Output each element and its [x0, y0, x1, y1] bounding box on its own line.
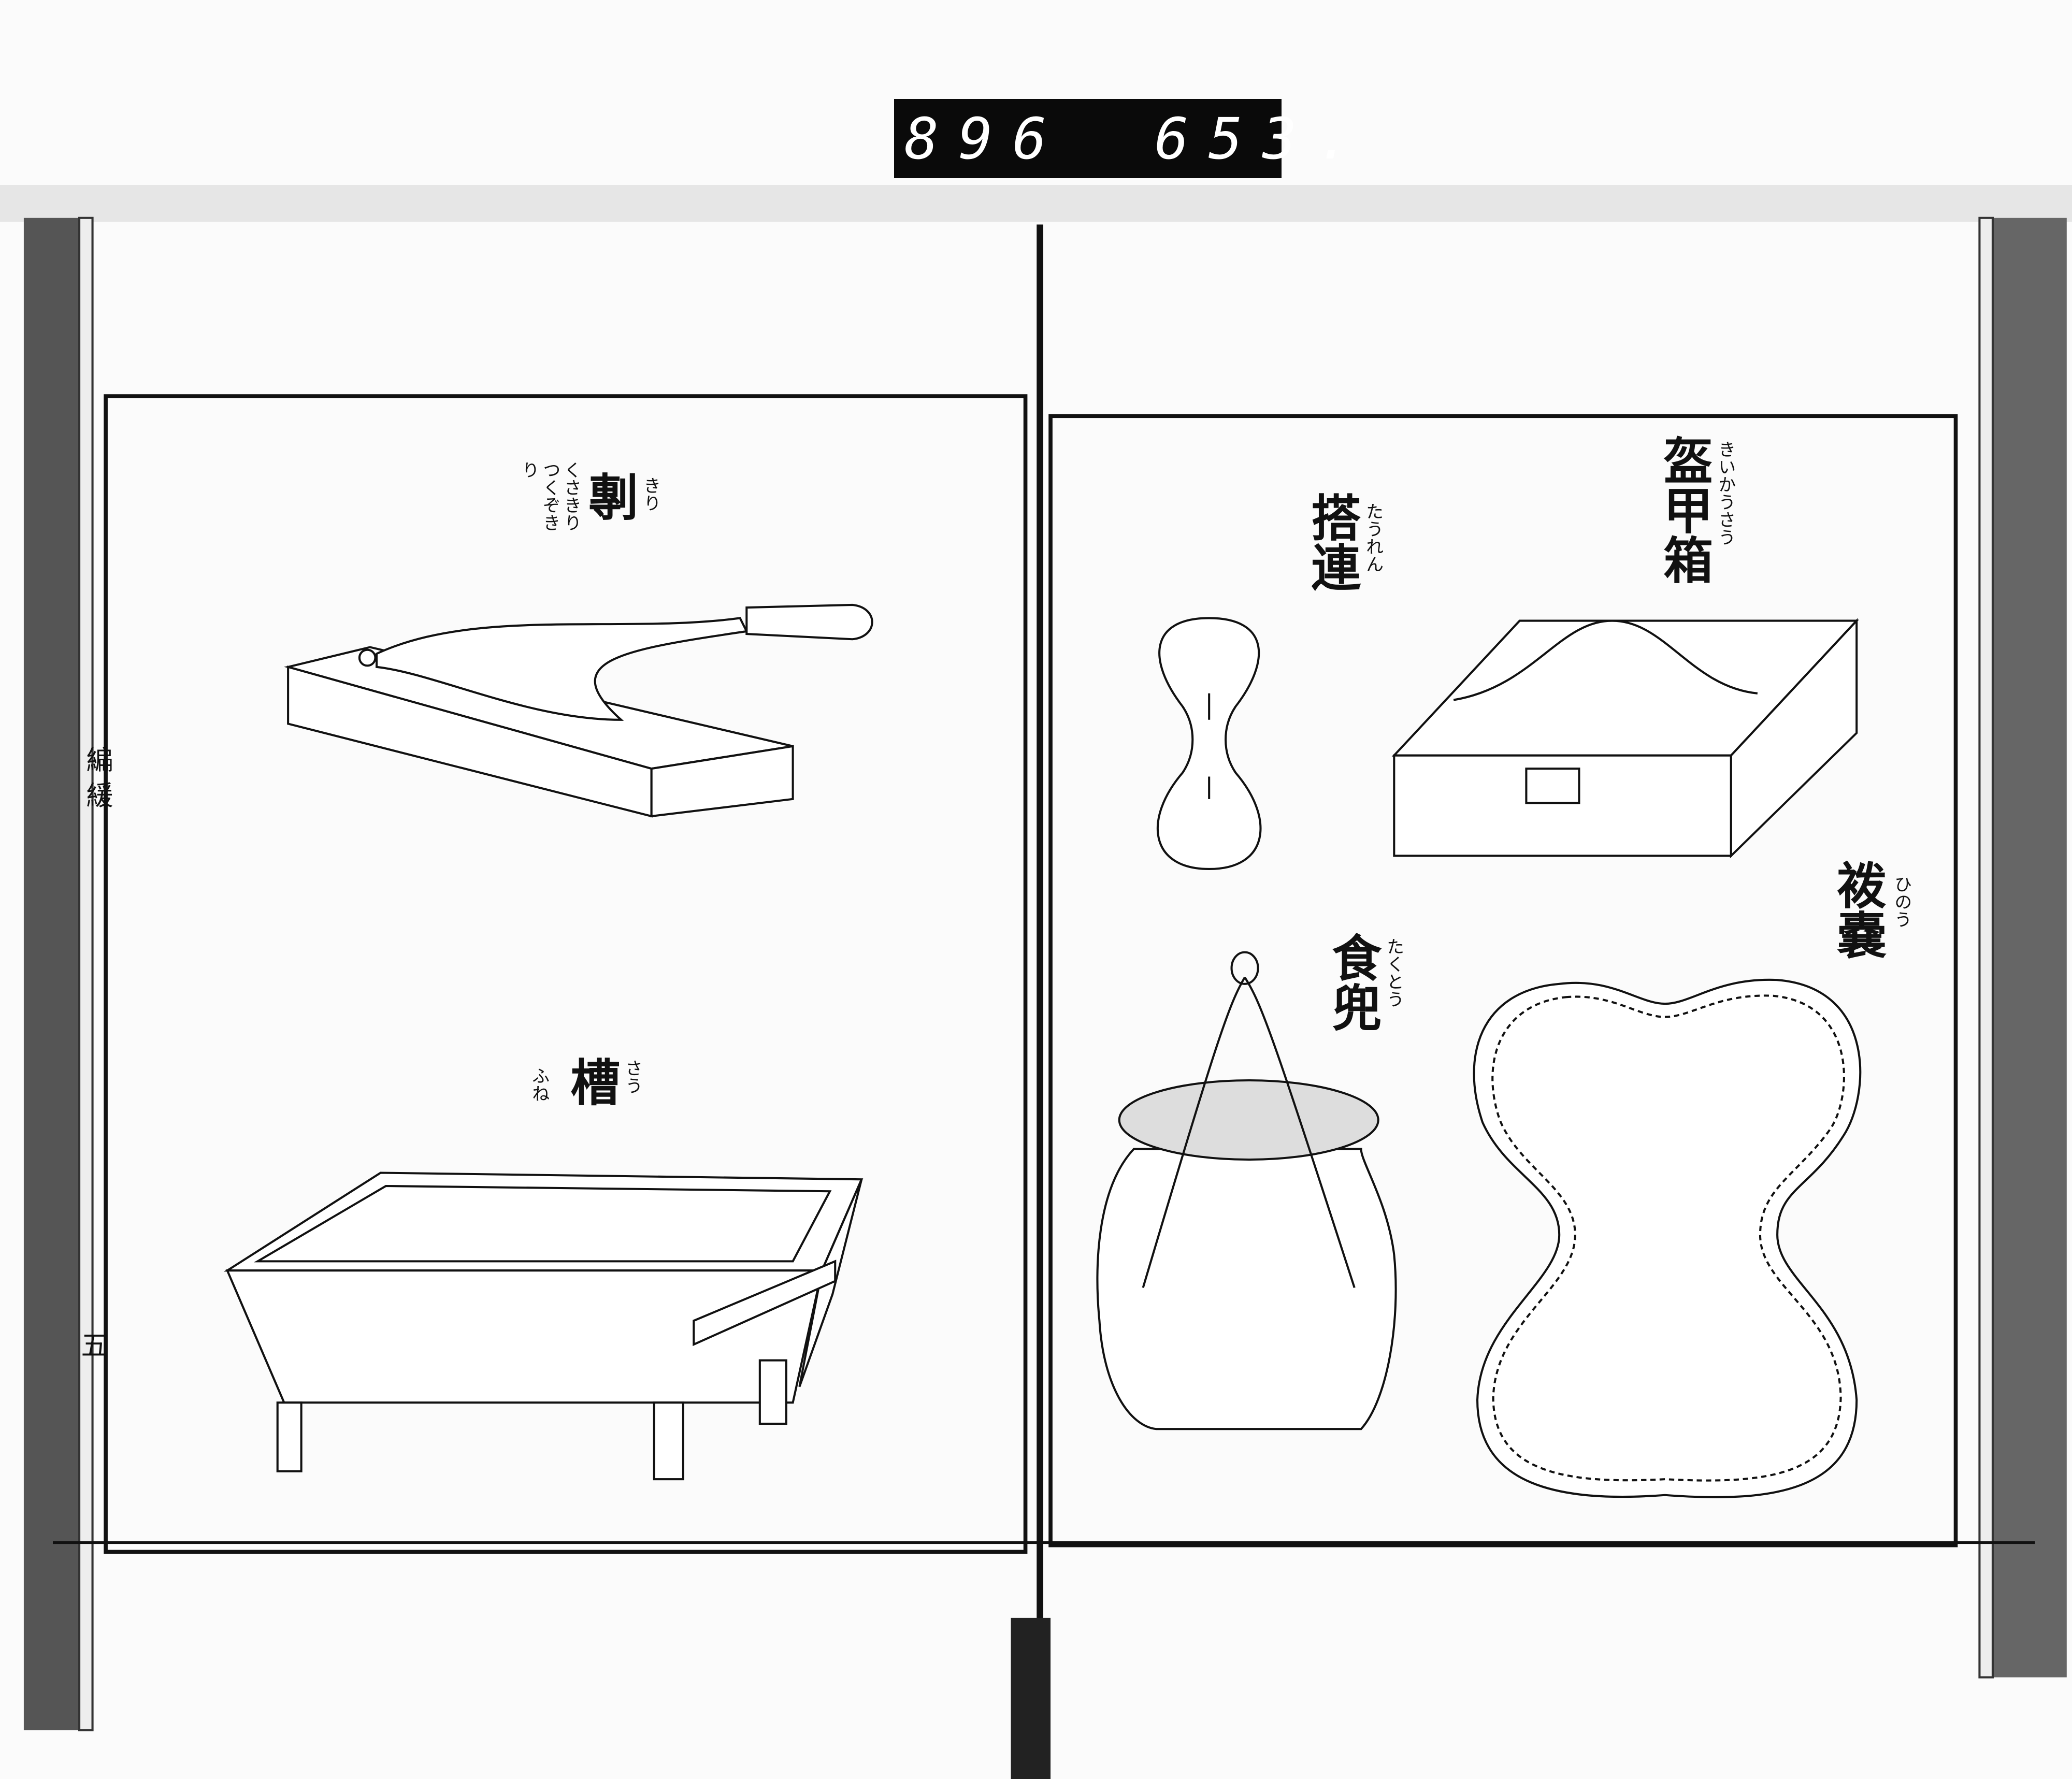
label-food-basket: 食兜 [1323, 932, 1382, 1032]
ruby-trough: さう [622, 1059, 643, 1094]
trough-drawing [223, 1171, 864, 1481]
page-number: 653. [1154, 105, 1371, 172]
left-frame [104, 394, 1028, 1554]
label-tarren: 搭連 [1302, 492, 1361, 591]
spine-binding [1011, 1617, 1051, 1779]
margin-folio: 五 [76, 1331, 107, 1358]
ruby-food-basket: たくとう [1383, 937, 1404, 1008]
left-page-edges [23, 218, 80, 1730]
food-basket-drawing [1096, 951, 1397, 1430]
gloss-cutter: くさきり つくぞきり [518, 461, 582, 531]
catalog-number-plate: 896 653. [894, 99, 1351, 178]
left-page-edge-inner [78, 216, 94, 1731]
armor-box-drawing [1391, 618, 1859, 859]
right-frame [1048, 414, 1958, 1547]
margin-title: 編 緩 [81, 746, 112, 808]
label-cutter: 剸 [580, 471, 639, 521]
volume-number: 896 [904, 105, 1067, 172]
ruby-armor-box: きいかうさう [1715, 440, 1736, 546]
pouch-drawing [1473, 978, 1862, 1498]
label-pouch: 袯嚢 [1828, 860, 1887, 959]
label-trough: 槽 [562, 1057, 621, 1106]
label-armor-box: 盔甲箱 [1654, 435, 1714, 584]
gloss-trough: ふね [528, 1067, 550, 1102]
ruby-tarren: たうれん [1362, 502, 1384, 573]
scan-shadow [0, 185, 2072, 222]
ruby-cutter: きり [640, 476, 661, 512]
right-page-edge-inner [1978, 216, 1994, 1679]
fodder-cutter-drawing [284, 603, 873, 818]
tarren-drawing [1156, 617, 1262, 871]
right-page-edges [1992, 218, 2067, 1677]
ruby-pouch: ひのう [1891, 875, 1912, 928]
